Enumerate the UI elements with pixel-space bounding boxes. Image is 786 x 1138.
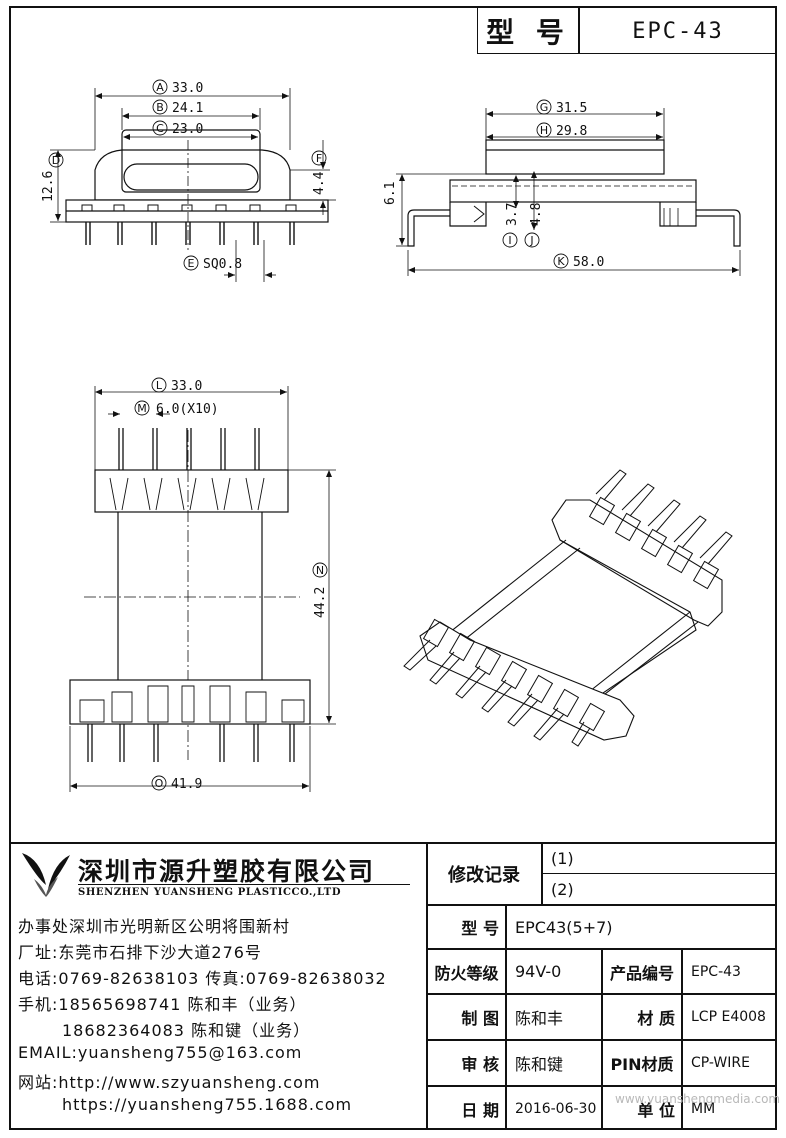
- drawn-by-value: 陈和丰: [515, 1009, 564, 1028]
- tb-col3: [681, 948, 683, 1130]
- svg-text:D: D: [52, 154, 60, 167]
- material-value: LCP E4008: [691, 1009, 766, 1025]
- mobile-1: 手机:18565698741 陈和丰（业务）: [18, 995, 307, 1014]
- company-name-cn: 深圳市源升塑胶有限公司: [78, 857, 376, 886]
- model-label: 型 号: [461, 919, 499, 938]
- dim-o: 41.9: [171, 777, 202, 792]
- tb-rev-mid: [541, 873, 777, 875]
- phone-fax: 电话:0769-82638103 传真:0769-82638032: [18, 969, 387, 988]
- side-view-labels: G 31.5 H 29.8 6.1 3.7 4.8 I J K 58.0: [383, 99, 604, 270]
- svg-text:N: N: [316, 564, 324, 577]
- svg-text:K: K: [557, 255, 565, 268]
- dim-m: 6.0(X10): [156, 402, 219, 417]
- revision-2: (2): [551, 880, 574, 899]
- svg-text:G: G: [540, 101, 549, 114]
- email: EMAIL:yuansheng755@163.com: [18, 1043, 303, 1062]
- svg-text:A: A: [156, 81, 164, 94]
- isometric-view: [403, 469, 733, 747]
- unit-value: MM: [691, 1100, 716, 1117]
- tb-top-line: [9, 842, 777, 844]
- model-header-value: EPC-43: [632, 18, 724, 44]
- model-header-label: 型 号: [486, 16, 570, 49]
- material-label: 材 质: [637, 1009, 675, 1028]
- product-code-label: 产品编号: [609, 963, 674, 983]
- tb-vertical-main: [426, 842, 428, 1130]
- company-name-underline: [78, 884, 410, 885]
- dim-e: SQ0.8: [203, 257, 242, 272]
- fire-rating-value: 94V-0: [515, 962, 562, 981]
- tb-row1: [426, 904, 777, 906]
- dim-g: 31.5: [556, 101, 587, 116]
- dim-j: 4.8: [529, 203, 544, 226]
- svg-text:M: M: [137, 402, 147, 415]
- technical-drawing: A 33.0 B 24.1 C 23.0 D 12.6 F 4.4 E SQ0.…: [41, 79, 741, 792]
- reviewed-by-value: 陈和键: [515, 1055, 564, 1074]
- dim-a: 33.0: [172, 81, 203, 96]
- fire-rating-label: 防火等级: [434, 963, 499, 983]
- dim-c: 23.0: [172, 122, 203, 137]
- pin-material-value: CP-WIRE: [691, 1055, 750, 1071]
- bottom-view: [69, 386, 336, 792]
- tb-col1: [505, 904, 507, 1130]
- dim-f: 4.4: [312, 171, 327, 195]
- svg-text:L: L: [156, 379, 163, 392]
- model-value: EPC43(5+7): [515, 917, 613, 937]
- dim-d: 12.6: [41, 171, 56, 202]
- pin-material-label: PIN材质: [610, 1055, 674, 1074]
- svg-text:E: E: [188, 257, 195, 270]
- product-code-value: EPC-43: [691, 963, 741, 980]
- watermark: www.yuanshengmedia.com: [615, 1092, 781, 1106]
- drawn-by-label: 制 图: [461, 1009, 499, 1028]
- dim-k: 58.0: [573, 255, 604, 270]
- svg-text:H: H: [540, 124, 548, 137]
- company-logo-icon: [22, 853, 70, 897]
- svg-text:I: I: [508, 234, 511, 247]
- unit-label: 单 位: [637, 1100, 675, 1120]
- website-2: https://yuansheng755.1688.com: [62, 1095, 353, 1114]
- svg-text:F: F: [316, 152, 322, 165]
- date-value: 2016-06-30: [515, 1100, 597, 1117]
- svg-text:B: B: [156, 101, 164, 114]
- company-name-en: SHENZHEN YUANSHENG PLASTICCO.,LTD: [78, 887, 342, 898]
- svg-text:J: J: [529, 234, 533, 247]
- svg-text:C: C: [156, 122, 164, 135]
- mobile-2: 18682364083 陈和键（业务）: [62, 1021, 311, 1040]
- dim-l: 33.0: [171, 379, 202, 394]
- model-header-box: [477, 8, 777, 54]
- dim-n: 44.2: [313, 587, 328, 618]
- dim-b: 24.1: [172, 101, 203, 116]
- front-view-labels: A 33.0 B 24.1 C 23.0 D 12.6 F 4.4 E SQ0.…: [41, 79, 327, 272]
- revision-label: 修改记录: [448, 865, 520, 886]
- website-1: 网站:http://www.szyuansheng.com: [18, 1073, 321, 1092]
- dim-i: 3.7: [505, 203, 520, 226]
- model-header-divider: [578, 8, 580, 54]
- front-view: [50, 88, 336, 282]
- reviewed-by-label: 审 核: [461, 1055, 499, 1074]
- revision-1: (1): [551, 849, 574, 868]
- svg-text:O: O: [155, 777, 164, 790]
- bottom-view-labels: L 33.0 M 6.0(X10) N 44.2 O 41.9: [134, 377, 328, 792]
- tb-col2: [601, 948, 603, 1130]
- drawing-frame: [9, 6, 777, 1130]
- dim-h: 29.8: [556, 124, 587, 139]
- date-label: 日 期: [461, 1100, 499, 1120]
- factory-address: 厂址:东莞市石排下沙大道276号: [18, 943, 262, 962]
- side-view: [396, 108, 741, 276]
- dim-side-height: 6.1: [383, 182, 398, 205]
- office-address: 办事处深圳市光明新区公明将围新村: [18, 917, 291, 936]
